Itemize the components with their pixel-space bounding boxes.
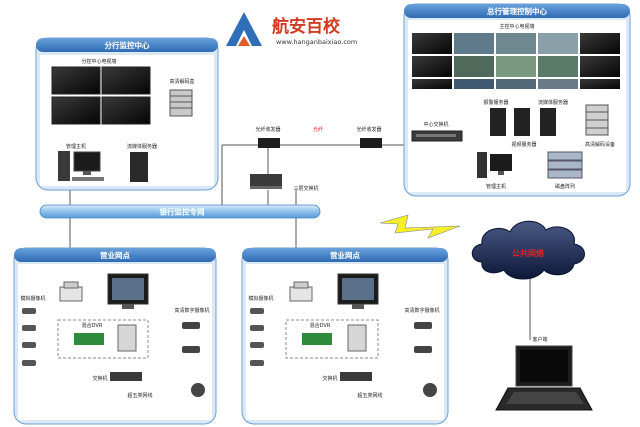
hq-decoder-label: 高清解码设备 (585, 141, 615, 148)
branch-video-wall-label: 分控中心电视墙 (81, 58, 116, 65)
logo-brand: 航安百校 (272, 16, 341, 37)
outlet-printer-2 (289, 281, 313, 302)
outlet-hybrid-dvr-label-2: 混合DVR (310, 322, 331, 329)
transceiver-right (360, 138, 382, 148)
watermark-logo: 航安百校 www.hanganbaixiao.com (226, 12, 357, 46)
outlet-hd-cameras-1 (182, 322, 205, 397)
outlet-switch-label-2: 交换机 (322, 375, 337, 382)
transceiver-right-label: 光纤收发器 (356, 126, 381, 133)
hq-title: 总行管理控制中心 (487, 6, 547, 16)
outlet-dvr-box-1 (57, 319, 149, 359)
hq-servers (490, 108, 556, 136)
hq-alarm-server-label: 报警服务器 (483, 99, 508, 106)
bank-network-bus: 银行监控专网 (39, 204, 321, 219)
hq-panel: 总行管理控制中心 主控中心电视墙 报警服务器 流媒体服务器 视频服 (403, 3, 631, 197)
outlet-dvr-tower-1 (117, 324, 137, 352)
branch-center-panel: 分行监控中心 分控中心电视墙 高清解码盒 管理主机 流媒体服务器 (35, 37, 219, 191)
outlet-panel-1: 营业网点 模拟摄像机 混合DVR 高清数字摄像机 交换机 超五 (13, 247, 217, 425)
outlet-monitor-1 (107, 273, 149, 309)
fiber-link: 光纤收发器 光纤 光纤收发器 三层交换机 (250, 126, 382, 192)
outlet-panel-2: 营业网点 模拟摄像机 混合DVR 高清数字摄像机 交换机 超五 (241, 247, 449, 425)
logo-mark (226, 12, 262, 46)
public-network-cloud: 公共网络 (471, 220, 585, 280)
outlet-hd-camera-label-2: 高清数字摄像机 (404, 307, 439, 314)
outlet-switch-2 (340, 372, 372, 381)
hq-video-wall-label: 主控中心电视墙 (499, 23, 534, 30)
outlet-dvr-card-2 (302, 333, 332, 345)
branch-decoder-label: 高清解码盒 (169, 78, 194, 85)
outlet-switch-1 (110, 372, 142, 381)
outlet-hd-camera-label-1: 高清数字摄像机 (174, 307, 209, 314)
branch-center-title: 分行监控中心 (105, 40, 150, 50)
outlet-analog-camera-label-2: 模拟摄像机 (248, 295, 273, 302)
l3-switch (250, 174, 282, 189)
branch-video-wall (51, 66, 151, 125)
outlet-analog-cameras-1 (22, 308, 36, 366)
outlet-analog-cameras-2 (250, 308, 264, 366)
outlet-hybrid-dvr-label-1: 混合DVR (82, 322, 103, 329)
logo-url: www.hanganbaixiao.com (276, 38, 357, 46)
hq-video-server-label: 视频服务器 (511, 141, 536, 148)
outlet-title-2: 营业网点 (330, 250, 360, 260)
wireless-lightning (379, 214, 461, 239)
outlet-title-1: 营业网点 (100, 250, 130, 260)
branch-decoder-rack (169, 89, 193, 117)
outlet-switch-label-1: 交换机 (92, 375, 107, 382)
transceiver-left-label: 光纤收发器 (255, 126, 280, 133)
public-network-label: 公共网络 (512, 248, 544, 258)
outlet-dvr-box-2 (285, 319, 379, 359)
branch-media-server (130, 152, 148, 182)
outlet-cable-label-1: 超五类网线 (127, 392, 152, 399)
transceiver-left (258, 138, 280, 148)
branch-media-server-label: 流媒体服务器 (127, 143, 157, 150)
hq-video-wall (412, 33, 620, 89)
outlet-dvr-card-1 (74, 333, 104, 345)
hq-mgmt-host-pc (477, 152, 512, 178)
client-laptop: 客户端 (495, 336, 593, 411)
outlet-dvr-tower-2 (347, 324, 367, 352)
fiber-label: 光纤 (313, 126, 323, 133)
outlet-cable-label-2: 超五类网线 (357, 392, 382, 399)
connection-lines (69, 144, 531, 340)
outlet-hd-cameras-2 (414, 322, 437, 397)
branch-mgmt-host-label: 管理主机 (66, 143, 86, 150)
hq-disk-array (547, 151, 583, 179)
hq-center-switch-label: 中心交换机 (423, 121, 448, 128)
outlet-monitor-2 (337, 273, 379, 309)
outlet-printer-1 (59, 281, 83, 302)
hq-decoder-rack (585, 104, 609, 136)
hq-center-switch (411, 130, 463, 142)
client-label: 客户端 (532, 336, 547, 343)
hq-mgmt-host-label: 管理主机 (486, 183, 506, 190)
outlet-analog-camera-label-1: 模拟摄像机 (20, 295, 45, 302)
branch-mgmt-host-pc (58, 151, 104, 181)
bank-network-label: 银行监控专网 (160, 207, 205, 217)
l3-switch-label: 三层交换机 (293, 185, 318, 192)
hq-disk-array-label: 磁盘阵列 (555, 183, 575, 190)
hq-media-server-label: 流媒体服务器 (538, 99, 568, 106)
